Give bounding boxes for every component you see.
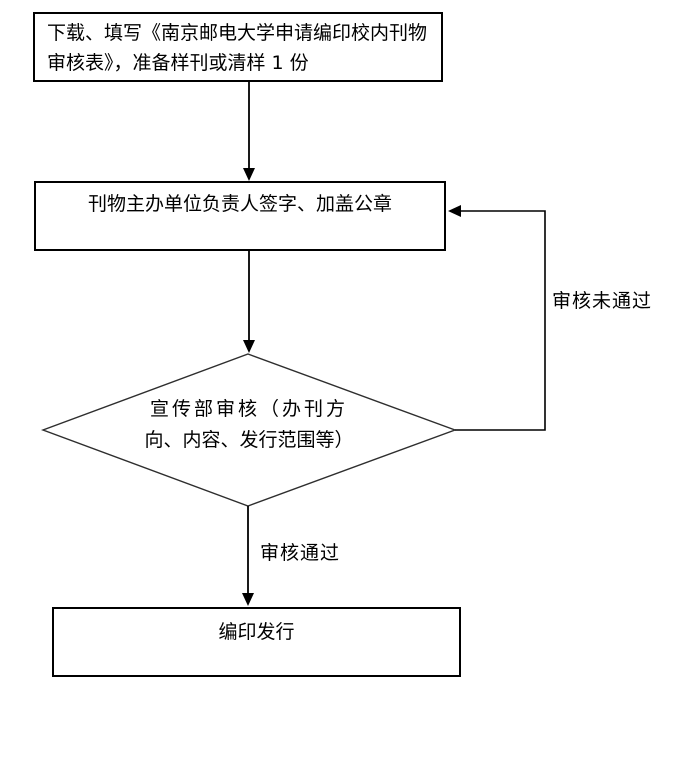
- node-publish: 编印发行: [52, 607, 461, 677]
- feedback-reject-head: [448, 205, 461, 217]
- feedback-reject-line: [455, 210, 546, 431]
- node-review-decision: 宣传部审核（办刊方 向、内容、发行范围等）: [43, 394, 455, 456]
- arrow-sign-to-decision-head: [243, 340, 255, 353]
- edge-label-reject: 审核未通过: [552, 290, 653, 312]
- arrow-prepare-to-sign-head: [243, 168, 255, 181]
- node-prepare-form: 下载、填写《南京邮电大学申请编印校内刊物 审核表》，准备样刊或清样 1 份: [33, 12, 443, 82]
- node-sign-text: 刊物主办单位负责人签字、加盖公章: [87, 193, 392, 215]
- node-review-text-line1: 宣传部审核（办刊方: [149, 398, 348, 420]
- edge-label-approve: 审核通过: [260, 542, 341, 564]
- node-prepare-text-line2: 审核表》，准备样刊或清样 1 份: [47, 52, 309, 74]
- node-review-text-line2: 向、内容、发行范围等）: [144, 429, 354, 451]
- node-sign-seal: 刊物主办单位负责人签字、加盖公章: [34, 181, 446, 251]
- node-prepare-text-line1: 下载、填写《南京邮电大学申请编印校内刊物: [47, 22, 428, 44]
- arrow-decision-to-publish-head: [242, 593, 254, 606]
- node-publish-text: 编印发行: [218, 621, 295, 643]
